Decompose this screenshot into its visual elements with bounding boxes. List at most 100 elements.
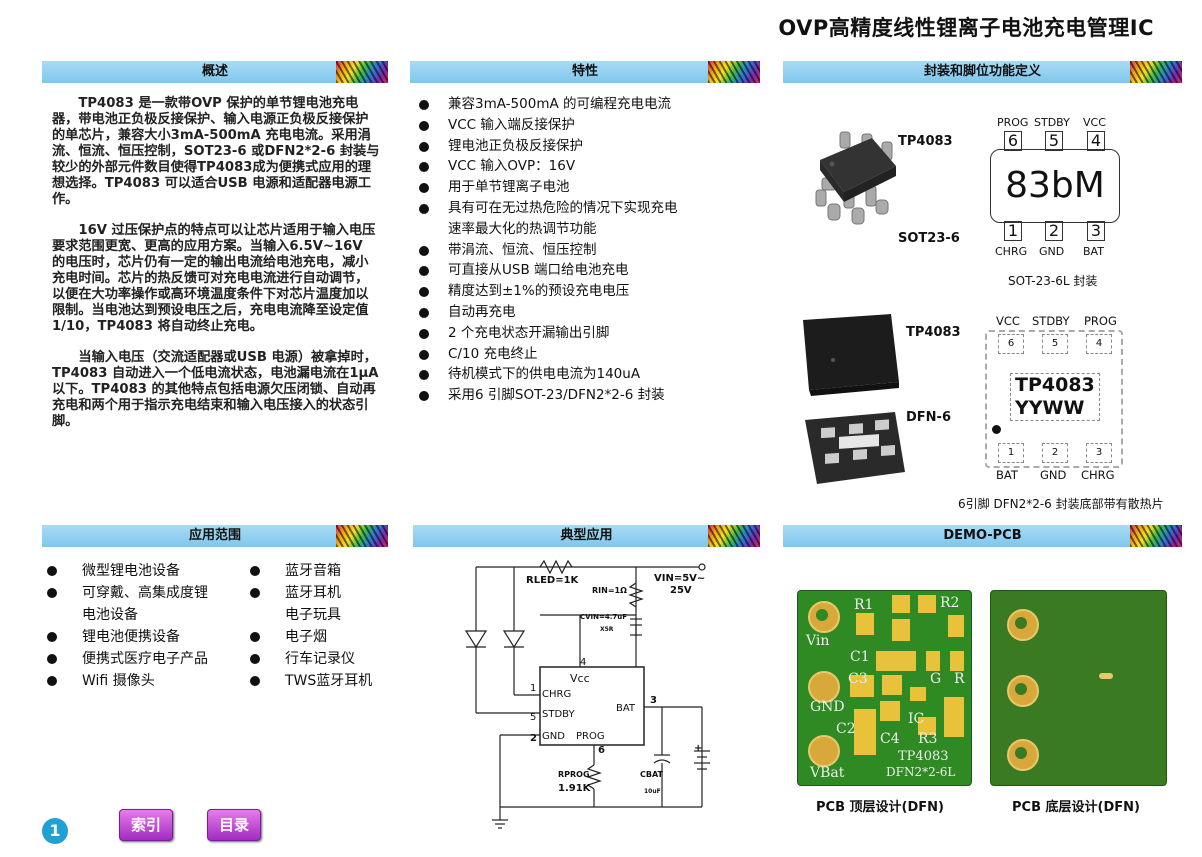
pin-number: 3 bbox=[1086, 443, 1112, 463]
vin-label: VIN=5V~ bbox=[654, 573, 705, 584]
overview-paragraph: 16V 过压保护点的特点可以让芯片适用于输入电压要求范围更宽、更高的应用方案。当… bbox=[52, 223, 376, 334]
list-item: 自动再充电 bbox=[418, 302, 678, 323]
applications-right-list: 蓝牙音箱 蓝牙耳机 电子玩具 电子烟 行车记录仪 TWS蓝牙耳机 bbox=[245, 560, 395, 692]
pcb-pad bbox=[918, 595, 936, 613]
pcb-pad bbox=[892, 595, 910, 613]
toc-button[interactable]: 目录 bbox=[207, 809, 261, 841]
list-item: 2 个充电状态开漏输出引脚 bbox=[418, 323, 678, 344]
index-button[interactable]: 索引 bbox=[119, 809, 173, 841]
pcb-label: TP4083 bbox=[898, 749, 949, 764]
sot-package-label: SOT23-6 bbox=[898, 231, 960, 246]
list-item: 待机模式下的供电电流为140uA bbox=[418, 364, 678, 385]
list-item: 行车记录仪 bbox=[245, 648, 395, 670]
list-item: 便携式医疗电子产品 bbox=[42, 648, 252, 670]
pcb-pad bbox=[856, 613, 874, 635]
section-header-overview: 概述 bbox=[42, 61, 388, 83]
dfn-mark-line1: TP4083 bbox=[1015, 374, 1095, 396]
sot23-chip-image bbox=[815, 131, 896, 225]
pcb-label: R3 bbox=[918, 731, 938, 747]
dfn-chip-image bbox=[803, 314, 905, 484]
pin-name: BAT bbox=[996, 468, 1018, 482]
overview-text: TP4083 是一款带OVP 保护的单节锂电池充电器，带电池正负极反接保护、输入… bbox=[52, 96, 380, 445]
pin-number: 4 bbox=[1086, 334, 1112, 354]
pcb-label: C2 bbox=[836, 721, 856, 737]
rled-label: RLED=1K bbox=[526, 575, 580, 586]
overview-paragraph: 当输入电压（交流适配器或USB 电源）被拿掉时，TP4083 自动进入一个低电流… bbox=[52, 350, 379, 429]
section-title: 应用范围 bbox=[188, 528, 241, 543]
pin-name: CHRG bbox=[995, 245, 1028, 258]
list-item: VCC 输入OVP：16V bbox=[418, 156, 678, 177]
pin-number: 6 bbox=[598, 745, 605, 756]
rprog-value: 1.91K bbox=[558, 783, 592, 794]
rainbow-decoration bbox=[708, 525, 760, 547]
list-item: C/10 充电终止 bbox=[418, 344, 678, 365]
pad-hole bbox=[1015, 747, 1027, 759]
list-item: 精度达到±1%的预设充电电压 bbox=[418, 281, 678, 302]
list-item: 具有可在无过热危险的情况下实现充电 bbox=[418, 198, 678, 219]
sot-marking: 83bM bbox=[990, 149, 1120, 223]
pcb-label: C1 bbox=[850, 649, 870, 665]
pin-name: BAT bbox=[1083, 245, 1104, 258]
list-item-continuation: 速率最大化的热调节功能 bbox=[448, 220, 597, 237]
pin-name: PROG bbox=[997, 116, 1029, 129]
rainbow-decoration bbox=[336, 61, 388, 83]
rprog-label: RPROG bbox=[558, 770, 590, 779]
rainbow-decoration bbox=[1130, 525, 1182, 547]
pin-number: 6 bbox=[998, 334, 1024, 354]
bat-pin-label: BAT bbox=[616, 703, 636, 714]
gnd-pad bbox=[808, 671, 840, 703]
rin-label: RIN=1Ω bbox=[592, 586, 627, 595]
pin-name: VCC bbox=[996, 314, 1020, 328]
section-title: 典型应用 bbox=[560, 528, 613, 543]
list-item: VCC 输入端反接保护 bbox=[418, 115, 678, 136]
pin-name: STDBY bbox=[1032, 314, 1070, 328]
pcb-pad bbox=[876, 651, 916, 671]
pin-name: GND bbox=[1039, 245, 1065, 258]
list-item: 蓝牙音箱 bbox=[245, 560, 395, 582]
pin-name: PROG bbox=[1084, 314, 1117, 328]
prog-pin-label: PROG bbox=[576, 731, 605, 742]
pcb-label: IC bbox=[908, 711, 925, 727]
ic-pad bbox=[910, 687, 926, 701]
rainbow-decoration bbox=[708, 61, 760, 83]
list-item: Wifi 摄像头 bbox=[42, 670, 252, 692]
dfn-caption: 6引脚 DFN2*2-6 封装底部带有散热片 bbox=[958, 497, 1164, 511]
dfn-mark-line2: YYWW bbox=[1015, 397, 1085, 419]
cbat-value: 10uF bbox=[644, 788, 661, 795]
vbat-pad bbox=[808, 735, 840, 767]
pin-number: 5 bbox=[530, 712, 536, 723]
list-item-continuation: 电池设备 bbox=[82, 607, 138, 623]
pin-number: 3 bbox=[650, 695, 657, 706]
pin-number: 1 bbox=[1004, 221, 1022, 241]
section-title: 概述 bbox=[201, 64, 228, 79]
section-header-package: 封装和脚位功能定义 bbox=[783, 61, 1182, 83]
pcb-label: R2 bbox=[940, 595, 960, 611]
pad-hole bbox=[816, 609, 828, 621]
list-item: 微型锂电池设备 bbox=[42, 560, 252, 582]
pin-number: 1 bbox=[530, 683, 536, 694]
dfn-package-label: DFN-6 bbox=[906, 410, 951, 425]
section-title: 封装和脚位功能定义 bbox=[923, 64, 1041, 79]
pcb-pad bbox=[948, 615, 964, 637]
list-item: 采用6 引脚SOT-23/DFN2*2-6 封装 bbox=[418, 385, 678, 406]
pcb-top-board: R1 R2 Vin C1 C3 G R GND IC C2 C4 R3 TP40… bbox=[797, 590, 972, 786]
pcb-pad bbox=[854, 709, 876, 755]
pin-number: 3 bbox=[1087, 221, 1105, 241]
section-header-applications: 应用范围 bbox=[42, 525, 388, 547]
gnd-pin-label: GND bbox=[542, 731, 565, 742]
pin-number: 1 bbox=[998, 443, 1024, 463]
list-item: 可直接从USB 端口给电池充电 bbox=[418, 260, 678, 281]
via-pad bbox=[1099, 673, 1113, 679]
section-title: 特性 bbox=[571, 64, 598, 79]
vcc-pin-label: Vcc bbox=[570, 672, 590, 685]
pad-hole bbox=[1015, 683, 1027, 695]
list-item: 蓝牙耳机 bbox=[245, 582, 395, 604]
list-item: 电子烟 bbox=[245, 626, 395, 648]
typical-application-circuit: RLED=1K RIN=1Ω VIN=5V~ 25V CVIN=4.7uF X5… bbox=[464, 559, 710, 829]
pcb-pad bbox=[944, 697, 964, 737]
pin-number: 2 bbox=[1045, 221, 1063, 241]
section-header-features: 特性 bbox=[410, 61, 760, 83]
features-list: 兼容3mA-500mA 的可编程充电电流 VCC 输入端反接保护 锂电池正负极反… bbox=[418, 94, 678, 406]
rainbow-decoration bbox=[1130, 61, 1182, 83]
list-item: 锂电池正负极反接保护 bbox=[418, 136, 678, 157]
